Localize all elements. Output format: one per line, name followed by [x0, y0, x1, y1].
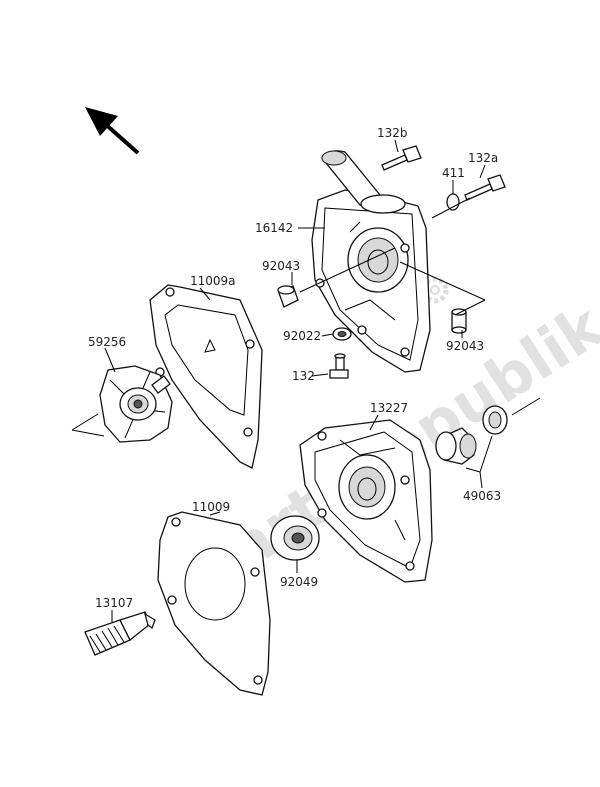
housing-16142-part: [311, 150, 431, 373]
label-92022: 92022: [283, 329, 321, 343]
label-92043-right: 92043: [446, 339, 484, 353]
gear-watermark-icon: [421, 276, 449, 304]
label-92043-left: 92043: [262, 259, 300, 273]
gasket-11009-part: [157, 511, 271, 696]
gasket-11009a-part: [149, 284, 263, 469]
front-direction-arrow-icon: [85, 107, 140, 155]
bolt-132-part: [329, 353, 349, 379]
label-49063: 49063: [463, 489, 501, 503]
rubber-bushing-49063-part: [435, 427, 477, 465]
part-labels: 132b 132a 411 16142 92043 11009a 92022 9…: [88, 126, 501, 610]
rubber-bushing-49063-b-part: [482, 405, 508, 435]
cover-plate-13227-part: [299, 419, 433, 583]
label-132: 132: [292, 369, 315, 383]
bolt-132b-part: [381, 145, 422, 171]
label-11009a: 11009a: [190, 274, 236, 288]
label-11009: 11009: [192, 500, 230, 514]
bolt-132a-part: [464, 174, 506, 201]
leader-lines: [71, 139, 541, 622]
shaft-13107-part: [84, 611, 156, 656]
label-132b: 132b: [377, 126, 408, 140]
dowel-pin-92043-right-part: [451, 308, 467, 334]
label-13107: 13107: [95, 596, 133, 610]
label-411: 411: [442, 166, 465, 180]
label-92049: 92049: [280, 575, 318, 589]
label-132a: 132a: [468, 151, 498, 165]
impeller-59256-part: [99, 365, 173, 443]
label-16142: 16142: [255, 221, 293, 235]
label-59256: 59256: [88, 335, 126, 349]
washer-92022-part: [332, 327, 352, 341]
washer-411-part: [446, 193, 460, 211]
oil-seal-92049-part: [270, 515, 320, 561]
label-13227: 13227: [370, 401, 408, 415]
dowel-pin-92043-left-part: [277, 285, 299, 308]
